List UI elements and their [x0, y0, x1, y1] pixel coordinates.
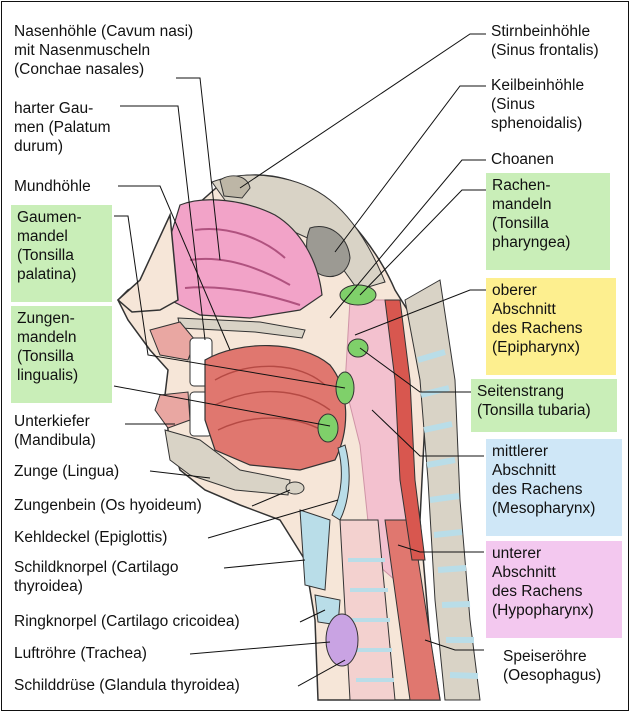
- label-gaumenmandel: Gaumen- mandel (Tonsilla palatina): [11, 205, 112, 302]
- tubal-tonsil: [348, 339, 368, 357]
- lingual-tonsil: [318, 414, 338, 442]
- label-unterkiefer: Unterkiefer (Mandibula): [14, 412, 96, 450]
- tongue: [205, 346, 346, 470]
- label-mesopharynx: mittlerer Abschnitt des Rachens (Mesopha…: [486, 439, 622, 536]
- label-choanen: Choanen: [491, 150, 554, 169]
- label-schildknorpel: Schildknorpel (Cartilago thyroidea): [14, 558, 179, 596]
- pharyngeal-tonsil: [340, 285, 376, 305]
- label-zunge: Zunge (Lingua): [14, 462, 119, 481]
- label-nasenhoehle: Nasenhöhle (Cavum nasi) mit Nasenmuschel…: [14, 22, 193, 79]
- label-hypopharynx: unterer Abschnitt des Rachens (Hypophary…: [486, 541, 622, 638]
- label-stirnbeinhoehle: Stirnbeinhöhle (Sinus frontalis): [491, 22, 599, 60]
- label-seitenstrang: Seitenstrang (Tonsilla tubaria): [471, 379, 617, 432]
- label-zungenbein: Zungenbein (Os hyoideum): [14, 496, 202, 515]
- label-mundhoehle: Mundhöhle: [14, 177, 91, 196]
- label-rachenmandeln: Rachen- mandeln (Tonsilla pharyngea): [486, 173, 610, 270]
- hyoid-bone: [286, 482, 304, 494]
- label-kehldeckel: Kehldeckel (Epiglottis): [14, 528, 167, 547]
- label-harter-gaumen: harter Gau- men (Palatum durum): [14, 99, 110, 156]
- thyroid-gland: [326, 614, 358, 666]
- thyroid-cartilage: [300, 510, 330, 590]
- label-ringknorpel: Ringknorpel (Cartilago cricoidea): [14, 612, 240, 631]
- label-luftroehre: Luftröhre (Trachea): [14, 644, 147, 663]
- label-zungenmandeln: Zungen- mandeln (Tonsilla lingualis): [11, 306, 112, 403]
- nose: [118, 215, 178, 312]
- label-speiseroehre: Speiseröhre (Oesophagus): [503, 647, 601, 685]
- label-schilddruese: Schilddrüse (Glandula thyroidea): [14, 676, 240, 695]
- label-keilbeinhoehle: Keilbeinhöhle (Sinus sphenoidalis): [491, 76, 584, 133]
- label-epipharynx: oberer Abschnitt des Rachens (Epipharynx…: [486, 278, 616, 375]
